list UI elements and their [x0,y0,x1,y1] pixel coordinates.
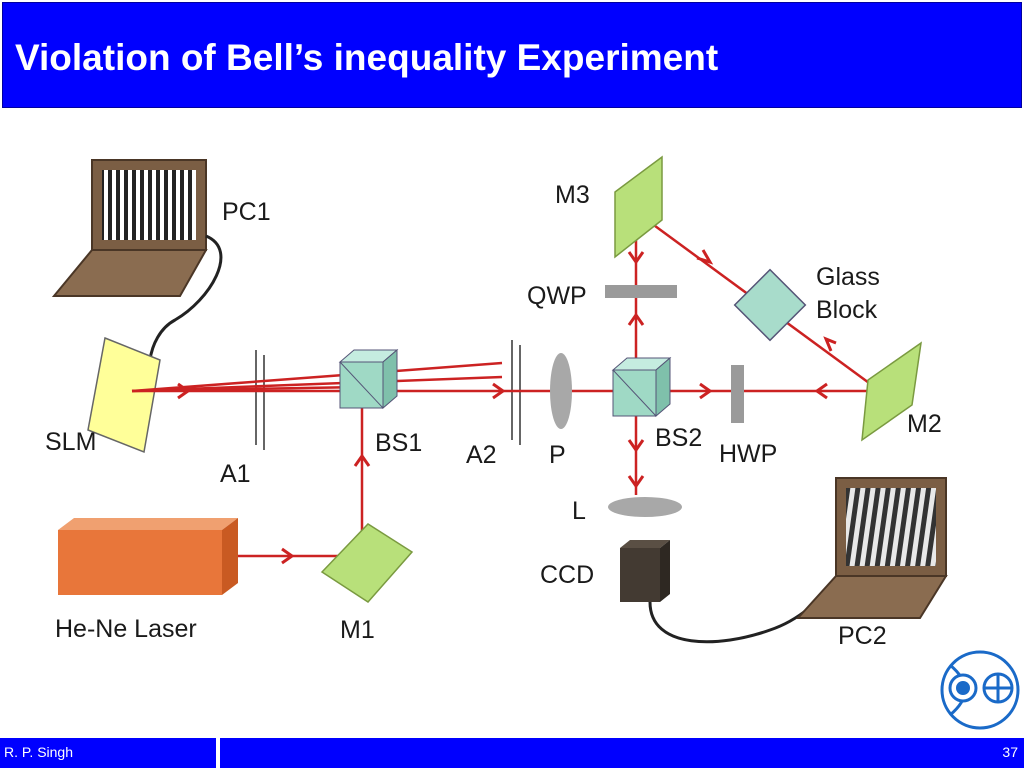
pc1-laptop [51,159,223,361]
laser-beams [131,210,881,558]
slide-title: Violation of Bell’s inequality Experimen… [15,37,719,78]
label-bs2: BS2 [655,424,702,452]
label-glass-line2: Block [816,296,878,324]
label-a2: A2 [466,441,497,469]
footer-author: R. P. Singh [4,744,74,760]
beam-arrows [177,249,837,565]
title-bar: Violation of Bell’s inequality Experimen… [2,2,1022,108]
label-a1: A1 [220,460,251,488]
lens-l [608,497,682,517]
label-pc1: PC1 [222,198,271,226]
aperture-a1 [255,350,265,450]
he-ne-laser [58,518,238,595]
label-ccd: CCD [540,561,594,589]
label-m3: M3 [555,181,590,209]
label-qwp: QWP [527,282,587,310]
pc2-laptop [795,477,948,619]
label-l: L [572,497,586,525]
footer-left: R. P. Singh [0,738,218,768]
mirror-m2 [861,341,922,442]
mirror-m1 [320,523,414,603]
page-number: 37 [1002,744,1018,760]
label-glass-line1: Glass [816,263,880,291]
label-p: P [549,441,566,469]
footer-right: 37 [220,738,1024,768]
beam-splitter-bs1 [338,348,399,410]
label-bs1: BS1 [375,429,422,457]
polarizer-p [550,353,572,429]
institute-logo [940,650,1020,730]
label-laser: He-Ne Laser [55,615,197,643]
label-hwp: HWP [719,440,777,468]
label-pc2: PC2 [838,622,887,650]
half-wave-plate [731,365,744,423]
slm-device [87,336,161,454]
ccd-camera [620,540,840,644]
label-m2: M2 [907,410,942,438]
glass-block [733,268,807,342]
label-m1: M1 [340,616,375,644]
mirror-m3 [614,155,663,259]
aperture-a2 [511,340,521,445]
beam-splitter-bs2 [611,356,672,418]
label-slm: SLM [45,428,96,456]
quarter-wave-plate [605,285,677,298]
